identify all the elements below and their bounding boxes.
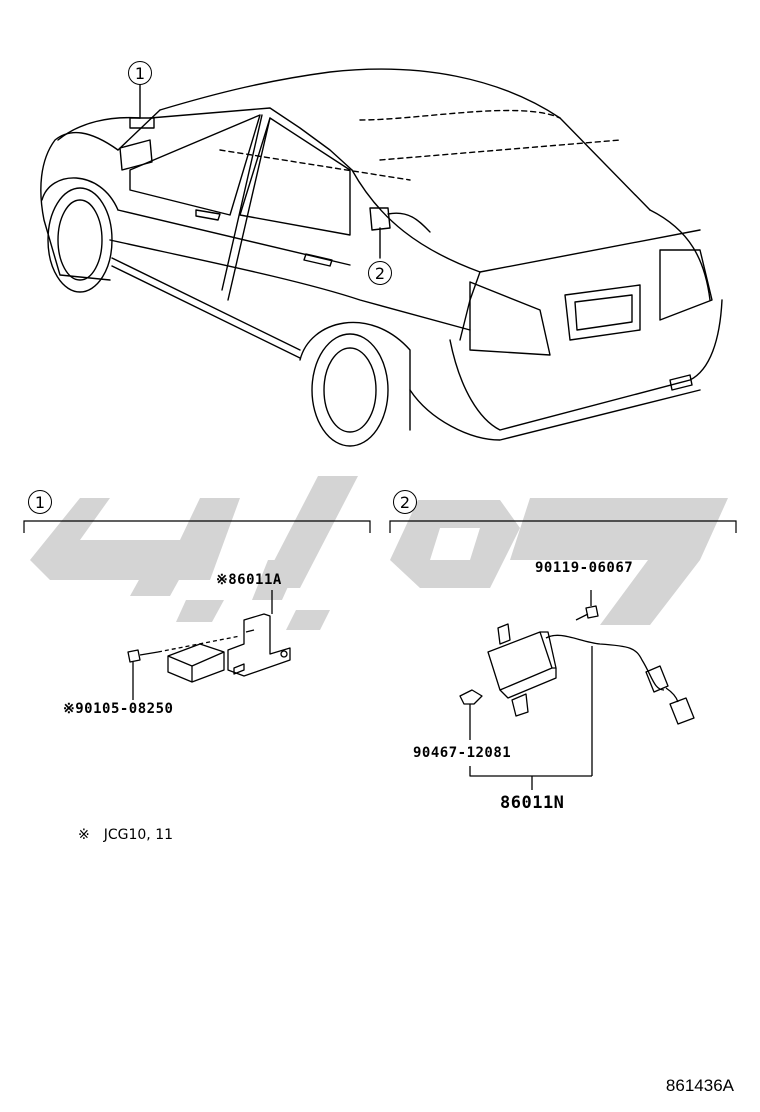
callout-1-car: 1 <box>128 61 152 85</box>
part-label-90467-12081: 90467-12081 <box>413 745 512 761</box>
callout-2-car: 2 <box>368 261 392 285</box>
callout-1-number: 1 <box>134 63 146 83</box>
section-2-number-text: 2 <box>399 492 411 512</box>
part-label-86011n: 86011N <box>500 793 565 813</box>
note-symbol: ※ <box>78 827 90 843</box>
car-illustration <box>40 68 723 447</box>
diagram-reference-number: 861436A <box>665 1076 734 1095</box>
model-note: ※ JCG10, 11 <box>78 827 187 843</box>
section-2-parts-drawing <box>459 590 695 790</box>
part-label-86011a: ※86011A <box>216 572 282 588</box>
section-1-parts-drawing <box>127 590 291 700</box>
note-text: JCG10, 11 <box>103 827 174 843</box>
section-1-number: 1 <box>28 490 52 514</box>
callout-2-number: 2 <box>374 263 386 283</box>
part-label-90105-08250: ※90105-08250 <box>63 701 174 717</box>
section-1-number-text: 1 <box>34 492 46 512</box>
section-brackets <box>23 520 737 533</box>
part-label-90119-06067: 90119-06067 <box>535 560 634 576</box>
section-2-number: 2 <box>393 490 417 514</box>
